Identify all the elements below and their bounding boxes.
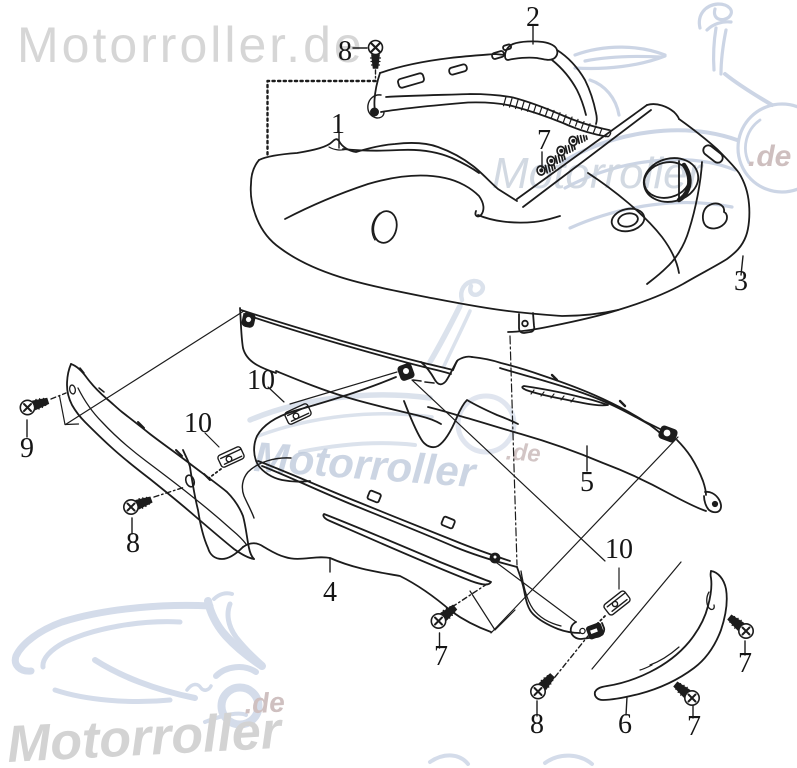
svg-text:5: 5 [580, 467, 594, 498]
svg-text:7: 7 [537, 125, 551, 156]
svg-text:3: 3 [734, 266, 748, 297]
svg-text:7: 7 [434, 641, 448, 672]
svg-text:10: 10 [605, 534, 633, 565]
svg-text:9: 9 [20, 433, 34, 464]
svg-text:8: 8 [126, 528, 140, 559]
svg-text:.de: .de [505, 438, 542, 467]
svg-text:8: 8 [338, 36, 352, 67]
svg-text:10: 10 [184, 408, 212, 439]
svg-text:1: 1 [331, 109, 345, 140]
svg-text:10: 10 [247, 365, 275, 396]
svg-text:.de: .de [748, 140, 791, 173]
svg-text:2: 2 [526, 2, 540, 33]
svg-text:.de: .de [243, 686, 285, 719]
svg-text:Motorroller: Motorroller [492, 149, 705, 198]
svg-text:7: 7 [738, 648, 752, 679]
svg-text:Motorroller.de: Motorroller.de [17, 17, 365, 73]
svg-text:Motorroller: Motorroller [6, 702, 285, 768]
svg-text:6: 6 [618, 709, 632, 740]
svg-text:4: 4 [323, 577, 337, 608]
svg-text:8: 8 [530, 709, 544, 740]
svg-text:7: 7 [687, 711, 701, 742]
